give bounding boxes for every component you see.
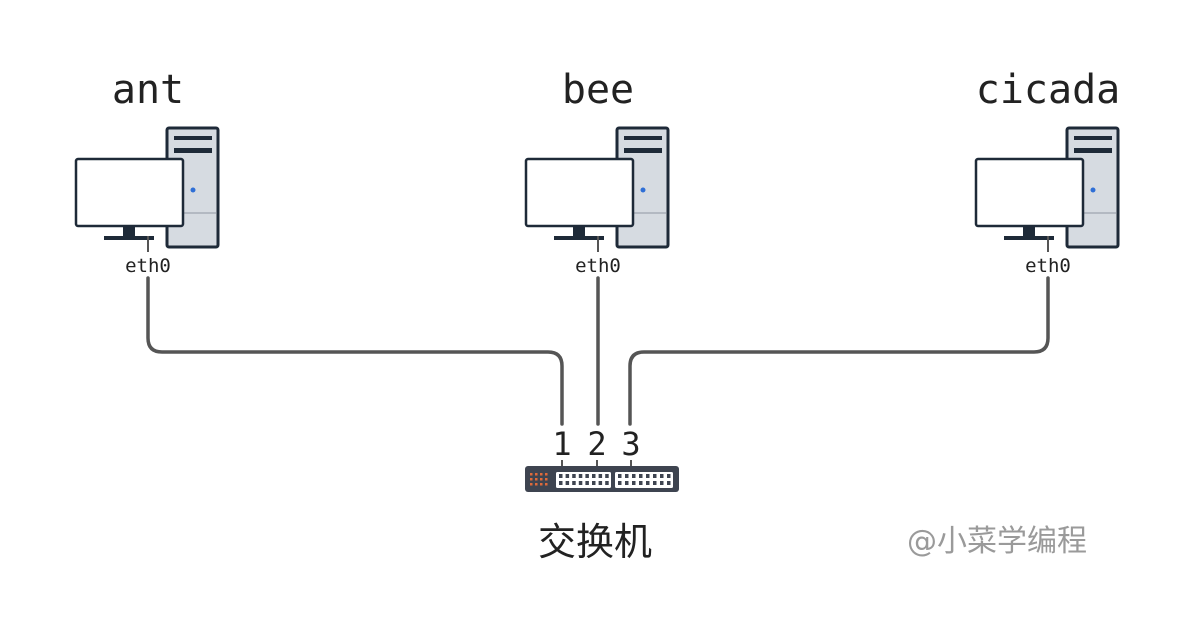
port-socket-icon — [660, 474, 664, 478]
port-socket-icon — [598, 481, 603, 485]
port-socket-icon — [660, 481, 664, 485]
port-socket-icon — [632, 474, 636, 478]
status-led-icon — [530, 483, 533, 486]
switch-label: 交换机 — [538, 520, 652, 564]
host-name-ant: ant — [112, 67, 184, 113]
monitor-screen — [974, 157, 1085, 228]
monitor-neck — [573, 227, 585, 236]
status-led-icon — [545, 483, 548, 486]
status-led-icon — [530, 478, 533, 481]
monitor-base — [1004, 236, 1054, 240]
port-socket-icon — [578, 474, 583, 478]
port-socket-icon — [646, 474, 650, 478]
port-label-1: 1 — [552, 425, 571, 463]
host-name-bee: bee — [562, 67, 634, 113]
port-socket-icon — [639, 474, 643, 478]
status-led-icon — [540, 473, 543, 476]
host-bee: bee eth0 — [524, 67, 670, 277]
monitor-neck — [123, 227, 135, 236]
monitor-screen — [524, 157, 635, 228]
status-leds — [530, 473, 548, 486]
status-led-icon — [535, 483, 538, 486]
port-socket-icon — [618, 481, 622, 485]
host-cicada: cicada eth0 — [974, 67, 1121, 277]
port-socket-icon — [559, 474, 563, 478]
network-switch: 1 2 3 交换机 — [525, 425, 679, 564]
port-socket-icon — [572, 481, 576, 485]
port-socket-icon — [618, 474, 622, 478]
status-led-icon — [540, 478, 543, 481]
port-socket-icon — [625, 474, 629, 478]
monitor-base — [104, 236, 154, 240]
port-socket-icon — [653, 481, 657, 485]
port-socket-icon — [585, 481, 589, 485]
port-socket-icon — [592, 474, 596, 478]
status-led-icon — [540, 483, 543, 486]
status-led-icon — [545, 473, 548, 476]
port-socket-icon — [559, 481, 563, 485]
port-socket-icon — [578, 481, 583, 485]
monitor-base — [554, 236, 604, 240]
port-socket-icon — [646, 481, 650, 485]
port-label-3: 3 — [621, 425, 640, 463]
port-socket-icon — [565, 481, 570, 485]
port-label-2: 2 — [587, 425, 606, 463]
host-name-cicada: cicada — [976, 67, 1121, 113]
switch-icon — [525, 466, 679, 492]
port-socket-icon — [653, 474, 657, 478]
cable-ant-to-port-1 — [146, 276, 564, 426]
status-led-icon — [535, 473, 538, 476]
status-led-icon — [530, 473, 533, 476]
host-ant: ant eth0 — [74, 67, 220, 277]
monitor-screen — [74, 157, 185, 228]
interface-label-ant: eth0 — [125, 255, 171, 277]
drive-bay — [174, 136, 212, 140]
status-led-icon — [545, 478, 548, 481]
port-socket-icon — [667, 474, 671, 478]
port-socket-icon — [625, 481, 629, 485]
power-led-icon — [190, 187, 196, 193]
port-socket-icon — [598, 474, 603, 478]
computer-icon — [524, 126, 670, 249]
port-socket-icon — [565, 474, 570, 478]
computer-icon — [74, 126, 220, 249]
interface-label-bee: eth0 — [575, 255, 621, 277]
interface-label-cicada: eth0 — [1025, 255, 1071, 277]
drive-bay — [624, 136, 662, 140]
port-socket-icon — [639, 481, 643, 485]
port-socket-icon — [592, 481, 596, 485]
drive-bay — [624, 148, 662, 153]
monitor-neck — [1023, 227, 1035, 236]
port-socket-icon — [572, 474, 576, 478]
power-led-icon — [640, 187, 646, 193]
drive-bay — [174, 148, 212, 153]
port-socket-icon — [605, 481, 609, 485]
port-bank-right — [615, 472, 673, 488]
drive-bay — [1074, 136, 1112, 140]
power-led-icon — [1090, 187, 1096, 193]
cables — [146, 276, 1050, 426]
cable-cicada-to-port-3 — [628, 276, 1050, 426]
port-socket-icon — [605, 474, 609, 478]
watermark: @小菜学编程 — [907, 524, 1087, 559]
status-led-icon — [535, 478, 538, 481]
port-socket-icon — [632, 481, 636, 485]
port-bank-left — [556, 472, 611, 488]
port-socket-icon — [585, 474, 589, 478]
drive-bay — [1074, 148, 1112, 153]
port-socket-icon — [667, 481, 671, 485]
switch-ports — [559, 474, 671, 485]
computer-icon — [974, 126, 1120, 249]
